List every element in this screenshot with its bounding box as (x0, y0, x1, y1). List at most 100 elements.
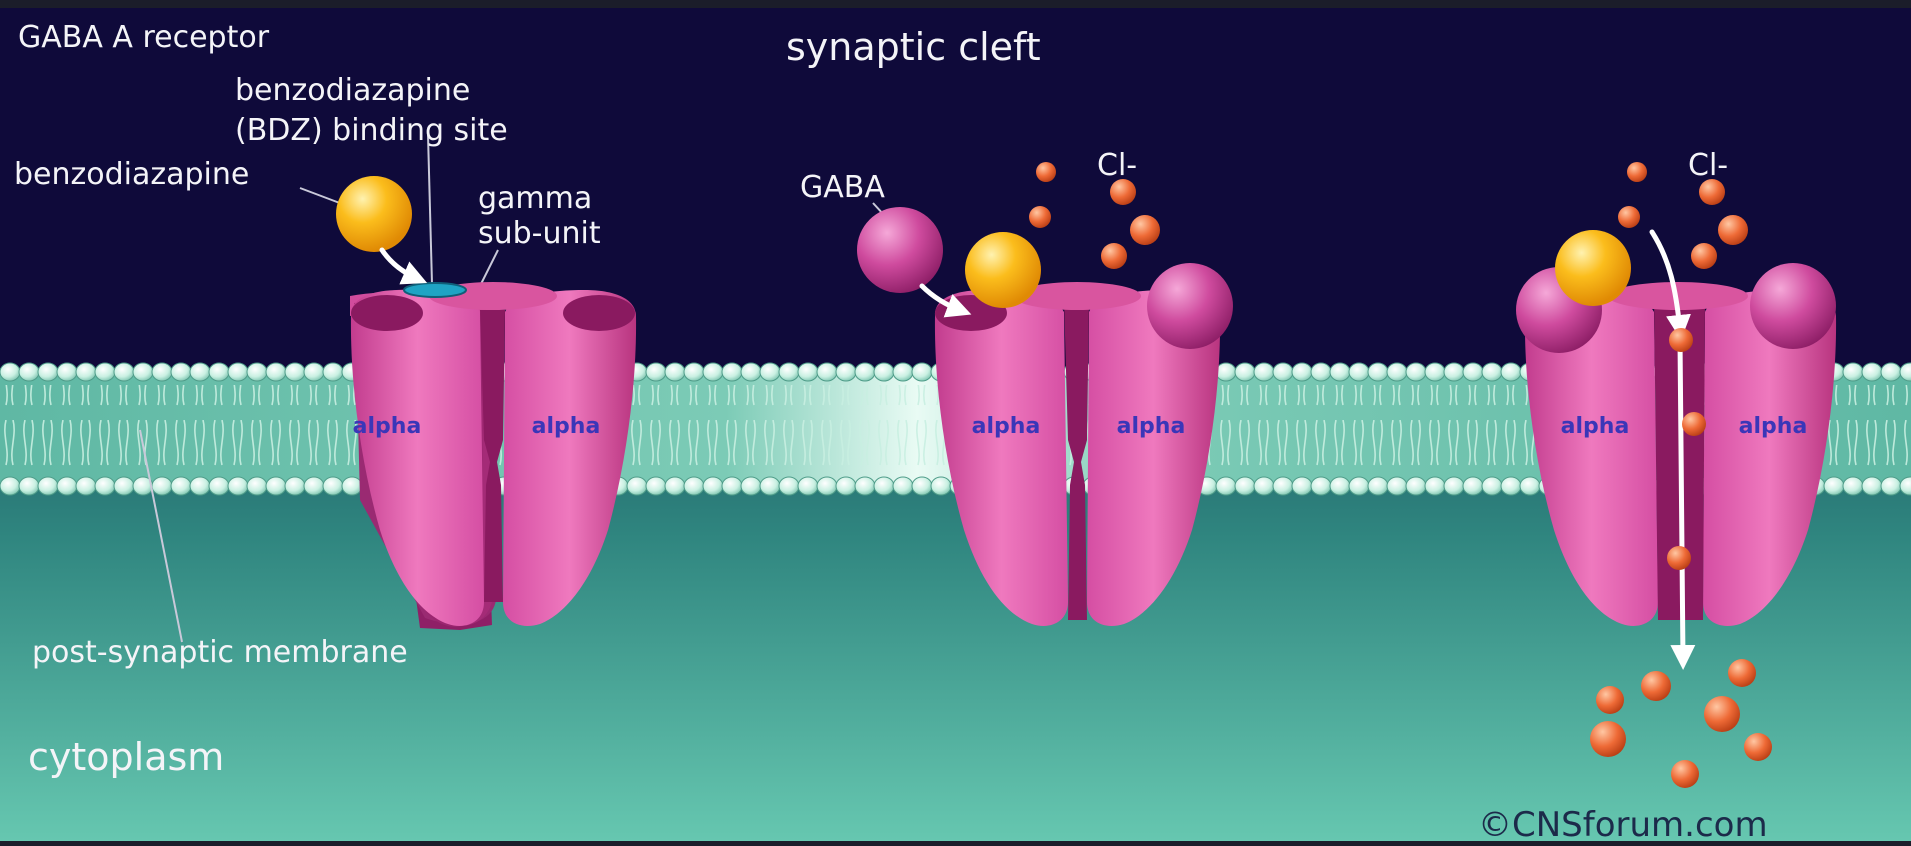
gamma-label-line1: gamma (478, 181, 592, 216)
phospholipid-head (1273, 477, 1293, 495)
phospholipid-head (1881, 363, 1901, 381)
phospholipid-head (1330, 363, 1350, 381)
chloride-label-2: Cl- (1688, 148, 1728, 183)
phospholipid-head (266, 477, 286, 495)
phospholipid-head (1349, 363, 1369, 381)
phospholipid-head (247, 363, 267, 381)
alpha-label-r3-right: alpha (1739, 414, 1808, 439)
phospholipid-head (323, 363, 343, 381)
chloride-ion (1641, 671, 1671, 701)
phospholipid-head (1387, 363, 1407, 381)
phospholipid-head (703, 363, 723, 381)
phospholipid-head (1311, 363, 1331, 381)
phospholipid-head (1862, 363, 1882, 381)
phospholipid-head (19, 477, 39, 495)
chloride-ion (1029, 206, 1051, 228)
phospholipid-head (1406, 363, 1426, 381)
phospholipid-head (741, 477, 761, 495)
phospholipid-head (57, 363, 77, 381)
cytoplasm-label: cytoplasm (28, 735, 224, 779)
phospholipid-head (57, 477, 77, 495)
phospholipid-head (855, 363, 875, 381)
phospholipid-head (760, 477, 780, 495)
phospholipid-head (1311, 477, 1331, 495)
chloride-ion (1130, 215, 1160, 245)
phospholipid-head (874, 477, 894, 495)
phospholipid-head (1843, 477, 1863, 495)
phospholipid-head (1216, 363, 1236, 381)
phospholipid-head (722, 363, 742, 381)
phospholipid-head (133, 363, 153, 381)
phospholipid-head (1881, 477, 1901, 495)
phospholipid-head (114, 363, 134, 381)
benzodiazapine-label: benzodiazapine (14, 157, 249, 192)
phospholipid-head (95, 363, 115, 381)
phospholipid-head (1520, 477, 1540, 495)
phospholipid-head (646, 477, 666, 495)
phospholipid-head (1444, 363, 1464, 381)
chloride-ion (1718, 215, 1748, 245)
benzodiazapine-bound-receptor-2 (965, 232, 1041, 308)
phospholipid-head (1368, 477, 1388, 495)
alpha-label-r2-left: alpha (972, 414, 1041, 439)
phospholipid-head (209, 477, 229, 495)
phospholipid-head (19, 363, 39, 381)
phospholipid-head (76, 363, 96, 381)
phospholipid-head (342, 477, 362, 495)
phospholipid-head (874, 363, 894, 381)
bdz-site-label-line1: benzodiazapine (235, 73, 470, 108)
chloride-ion (1744, 733, 1772, 761)
phospholipid-head (228, 363, 248, 381)
chloride-label-1: Cl- (1097, 148, 1137, 183)
phospholipid-head (1216, 477, 1236, 495)
phospholipid-head (304, 363, 324, 381)
chloride-ion (1728, 659, 1756, 687)
phospholipid-head (1862, 477, 1882, 495)
phospholipid-head (722, 477, 742, 495)
synaptic-cleft-label: synaptic cleft (786, 25, 1041, 69)
gaba-molecule (857, 207, 943, 293)
phospholipid-head (38, 477, 58, 495)
phospholipid-head (1349, 477, 1369, 495)
receptor-title: GABA A receptor (18, 20, 270, 55)
phospholipid-head (1444, 477, 1464, 495)
alpha-label-r1-right: alpha (532, 414, 601, 439)
gaba-bound-receptor-2 (1147, 263, 1233, 349)
phospholipid-head (190, 363, 210, 381)
chloride-ion (1596, 686, 1624, 714)
phospholipid-head (209, 363, 229, 381)
phospholipid-head (1501, 363, 1521, 381)
chloride-ion (1704, 696, 1740, 732)
alpha-label-r3-left: alpha (1561, 414, 1630, 439)
phospholipid-head (1482, 363, 1502, 381)
chloride-ion (1101, 243, 1127, 269)
phospholipid-head (798, 477, 818, 495)
phospholipid-head (95, 477, 115, 495)
chloride-ion (1691, 243, 1717, 269)
phospholipid-head (836, 477, 856, 495)
phospholipid-head (798, 363, 818, 381)
phospholipid-head (1368, 363, 1388, 381)
bdz-binding-site (404, 283, 466, 297)
phospholipid-head (893, 477, 913, 495)
phospholipid-head (1330, 477, 1350, 495)
chloride-ion (1036, 162, 1056, 182)
chloride-ion (1669, 328, 1693, 352)
chloride-ion (1627, 162, 1647, 182)
phospholipid-head (285, 363, 305, 381)
phospholipid-head (247, 477, 267, 495)
phospholipid-head (703, 477, 723, 495)
benzodiazapine-bound-receptor-3 (1555, 230, 1631, 306)
chloride-ion (1671, 760, 1699, 788)
phospholipid-head (190, 477, 210, 495)
phospholipid-head (912, 363, 932, 381)
phospholipid-head (0, 363, 20, 381)
phospholipid-head (779, 477, 799, 495)
phospholipid-head (627, 477, 647, 495)
chloride-ion (1682, 412, 1706, 436)
gaba-label: GABA (800, 170, 885, 205)
phospholipid-head (741, 363, 761, 381)
phospholipid-head (1292, 477, 1312, 495)
phospholipid-head (1824, 477, 1844, 495)
